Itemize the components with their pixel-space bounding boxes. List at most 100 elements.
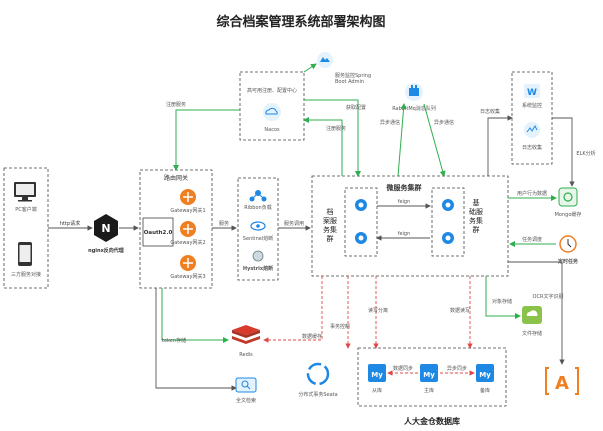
ocr-label: OCR文字识别 (533, 293, 564, 300)
ribbon-icon (249, 190, 267, 202)
archive-cluster-label-4: 群 (327, 234, 334, 243)
svg-text:My: My (423, 371, 435, 379)
async-label-2: 异步通信 (434, 119, 454, 126)
cache-edge (263, 276, 323, 343)
log-icon (524, 122, 540, 138)
oauth-label: Oauth2.0 (144, 230, 173, 236)
timer-icon (559, 235, 577, 253)
feign-label-2: feign (398, 231, 411, 237)
nginx-icon: N (94, 214, 118, 242)
base-cluster-label-1: 基 (473, 198, 480, 207)
elk-label: ELK分析 (576, 150, 595, 157)
base-cluster-box (431, 187, 465, 257)
base-cluster-label-4: 群 (473, 225, 480, 234)
archive-node-1-icon (355, 199, 367, 211)
third-party-label: 三方服务对接 (11, 271, 41, 278)
async-edge-2 (423, 103, 446, 177)
archive-cluster-label-2: 案服 (323, 216, 337, 225)
file-storage-icon (522, 306, 542, 324)
gateway-node-1 (180, 189, 196, 205)
async-edge-1 (397, 103, 407, 177)
rw-label: 读写分离 (368, 307, 388, 314)
apm-label: 系统监控 (522, 102, 542, 109)
middleware-box (237, 177, 279, 281)
phone-icon (18, 242, 32, 266)
seata-label: 分布式事务Seata (298, 391, 337, 398)
db-master-label: 主库 (424, 387, 434, 394)
mongo-edge-label: 用户行为数据 (517, 190, 547, 197)
rw2-label: 数据读写 (450, 307, 470, 314)
base-node-1-icon (442, 199, 454, 211)
register-label: 注册服务 (166, 101, 186, 108)
rabbitmq-icon (405, 83, 423, 101)
clients-box (3, 167, 49, 289)
token-edge (161, 288, 229, 343)
nacos-name: Nacos (264, 127, 280, 133)
gateway-node-2 (180, 221, 196, 237)
log-edge (487, 115, 513, 176)
redis-icon (232, 325, 260, 344)
fetch-config-label: 获取配置 (346, 104, 366, 111)
base-cluster-label-2: 础服 (469, 207, 483, 216)
admin-label-2: Boot Admin (335, 79, 364, 85)
archive-cluster-label-1: 档 (327, 207, 334, 216)
register-label-2: 注册服务 (326, 125, 346, 132)
micro-cluster-box (311, 175, 509, 277)
admin-edge (303, 63, 317, 73)
search-icon (235, 377, 257, 393)
elk-edge (552, 117, 575, 187)
discovery-label: 服务 (219, 220, 229, 227)
search-edge (155, 288, 237, 391)
search-label: 全文检索 (236, 397, 256, 404)
db-sync-label-1: 数据同步 (393, 365, 413, 372)
db-backup-icon: My (476, 364, 494, 382)
nacos-title: 高可用注册、配置中心 (247, 87, 297, 94)
base-node-2-icon (442, 232, 454, 244)
gateway-node-1-label: Gateway网关1 (170, 207, 205, 214)
gateway-title: 路由网关 (164, 174, 188, 182)
mongo-label: Mongo缓存 (555, 211, 582, 218)
svg-text:My: My (371, 371, 383, 379)
gateway-node-3-label: Gateway网关3 (170, 273, 205, 280)
ocr-edge (508, 261, 565, 365)
base-cluster-label-3: 务集 (469, 216, 483, 225)
svg-text:W: W (527, 88, 537, 98)
db-slave-label: 从库 (372, 387, 382, 394)
log-label: 日志收集 (522, 144, 542, 151)
fetch-config-edge (304, 99, 361, 177)
pc-client-icon (14, 182, 36, 202)
db-slave-icon: My (368, 364, 386, 382)
archive-cluster-label-3: 务集 (323, 225, 337, 234)
log-edge-label: 日志收集 (480, 108, 500, 115)
admin-icon (317, 52, 333, 68)
hystrix-label: Hystrix熔断 (243, 265, 273, 272)
sentinel-label: Sentinel熔断 (243, 235, 273, 242)
redis-label: Redis (239, 352, 253, 358)
gateway-node-2-label: Gateway网关2 (170, 239, 205, 246)
oauth-box (142, 217, 174, 247)
pc-client-label: PC客户端 (15, 206, 37, 213)
svg-text:A: A (555, 373, 569, 394)
service-call-label: 服务调用 (284, 220, 304, 227)
archive-cluster-box (344, 187, 378, 257)
register-edge-gateway (173, 109, 240, 171)
nacos-cloud-icon (263, 103, 281, 121)
diagram-title: 综合档案管理系统部署架构图 (216, 14, 385, 30)
timer-label: 定时任务 (557, 258, 579, 265)
db-title: 人大金仓数据库 (404, 416, 460, 426)
file-storage-label: 文件存储 (522, 330, 542, 337)
register-edge-micro (303, 117, 343, 176)
micro-cluster-title: 微服务集群 (386, 183, 422, 192)
svg-text:N: N (101, 222, 110, 235)
db-master-icon: My (420, 364, 438, 382)
nacos-box (239, 71, 305, 141)
seata-edge-label: 事务控制 (330, 323, 350, 330)
sentinel-icon (250, 221, 266, 231)
db-backup-label: 备库 (480, 387, 490, 394)
file-storage-edge (485, 276, 521, 319)
ribbon-label: Ribbon负载 (244, 204, 271, 211)
db-sync-label-2: 异步同步 (447, 366, 467, 372)
gateway-node-3 (180, 255, 196, 271)
file-storage-edge-label: 对象存储 (492, 298, 512, 305)
